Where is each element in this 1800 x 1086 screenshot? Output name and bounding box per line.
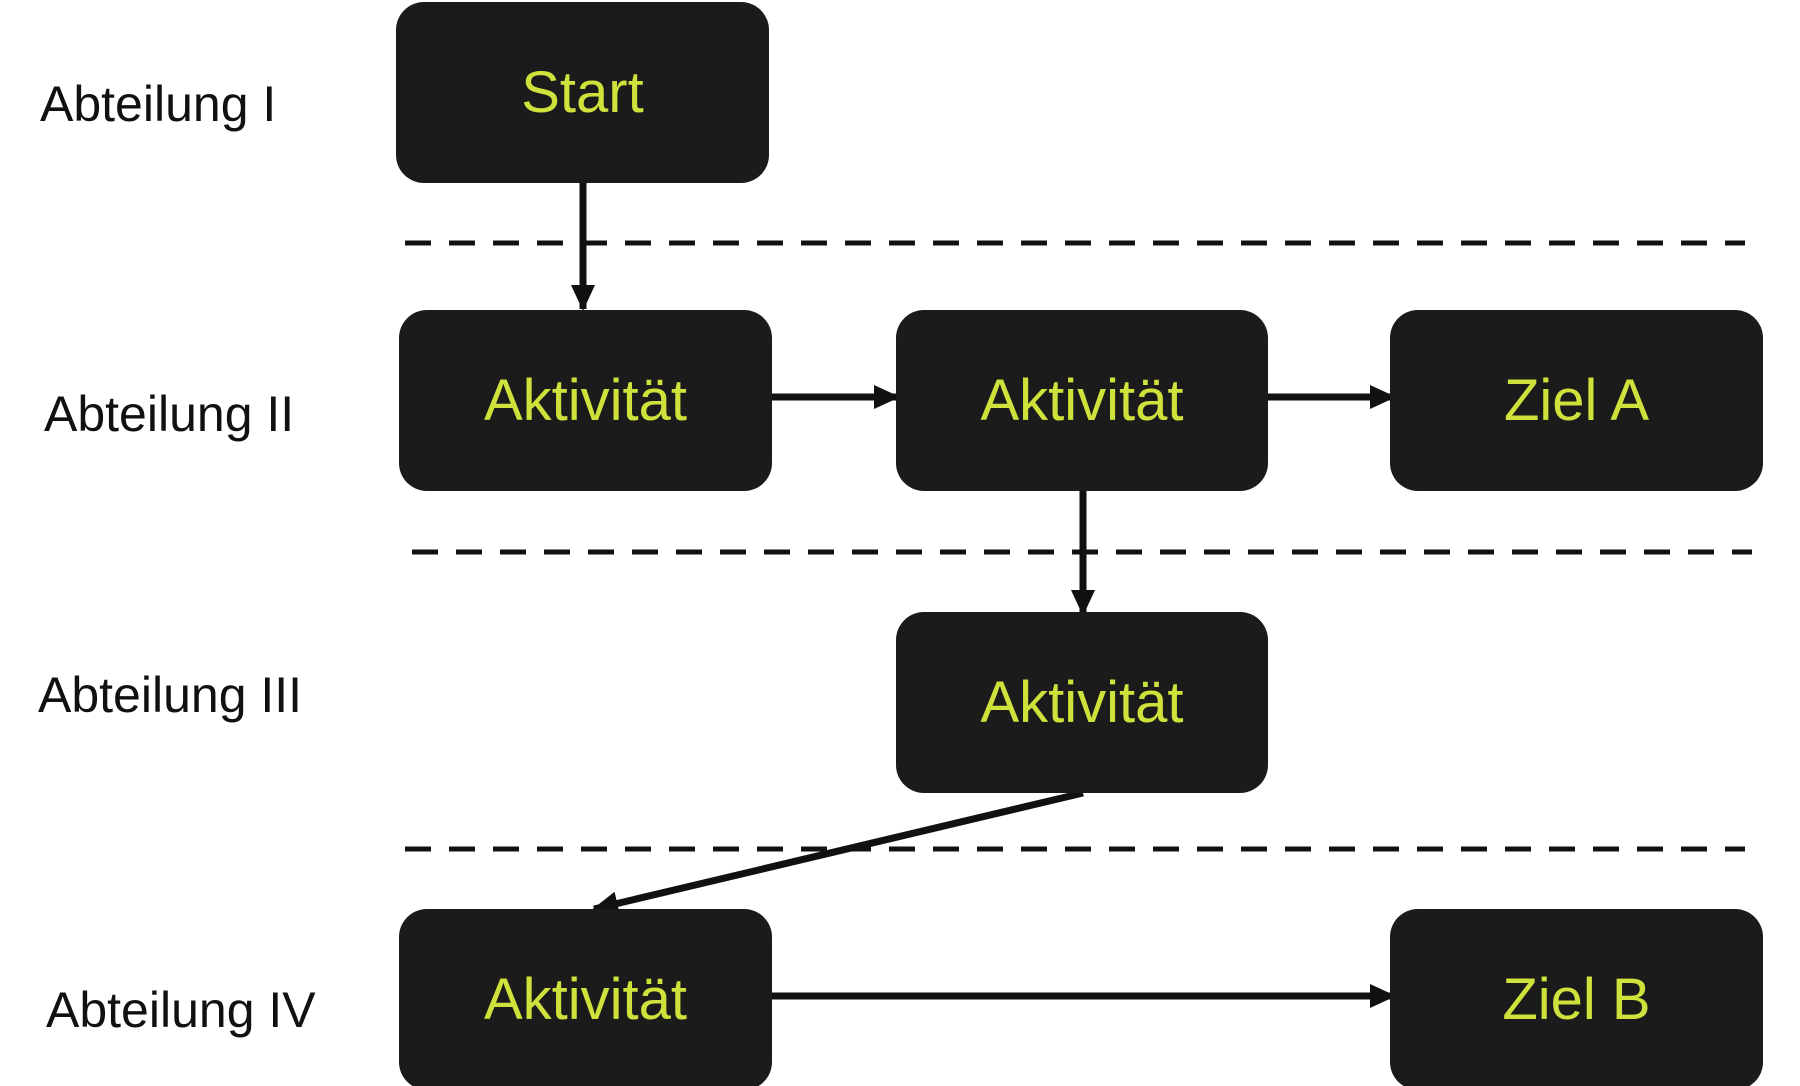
node-label: Ziel B — [1502, 966, 1651, 1032]
node-label: Aktivität — [980, 367, 1184, 433]
lane-label-abteilung-iii: Abteilung III — [38, 667, 303, 723]
lane-label-abteilung-iv: Abteilung IV — [46, 982, 316, 1038]
node-label: Aktivität — [483, 966, 688, 1032]
node-goal-a: Ziel A — [1390, 310, 1763, 491]
node-activity: Aktivität — [399, 310, 772, 491]
lane-label-abteilung-i: Abteilung I — [40, 76, 277, 132]
node-activity: Aktivität — [896, 612, 1268, 793]
node-start: Start — [396, 2, 769, 183]
node-activity: Aktivität — [896, 310, 1268, 491]
node-activity: Aktivität — [399, 909, 772, 1086]
node-label: Ziel A — [1503, 367, 1650, 433]
lane-label-abteilung-ii: Abteilung II — [44, 386, 295, 442]
node-goal-b: Ziel B — [1390, 909, 1763, 1086]
node-label: Start — [521, 59, 644, 125]
node-label: Aktivität — [980, 669, 1184, 735]
edge-act-3-to-act-4 — [592, 789, 1084, 916]
node-label: Aktivität — [483, 367, 688, 433]
